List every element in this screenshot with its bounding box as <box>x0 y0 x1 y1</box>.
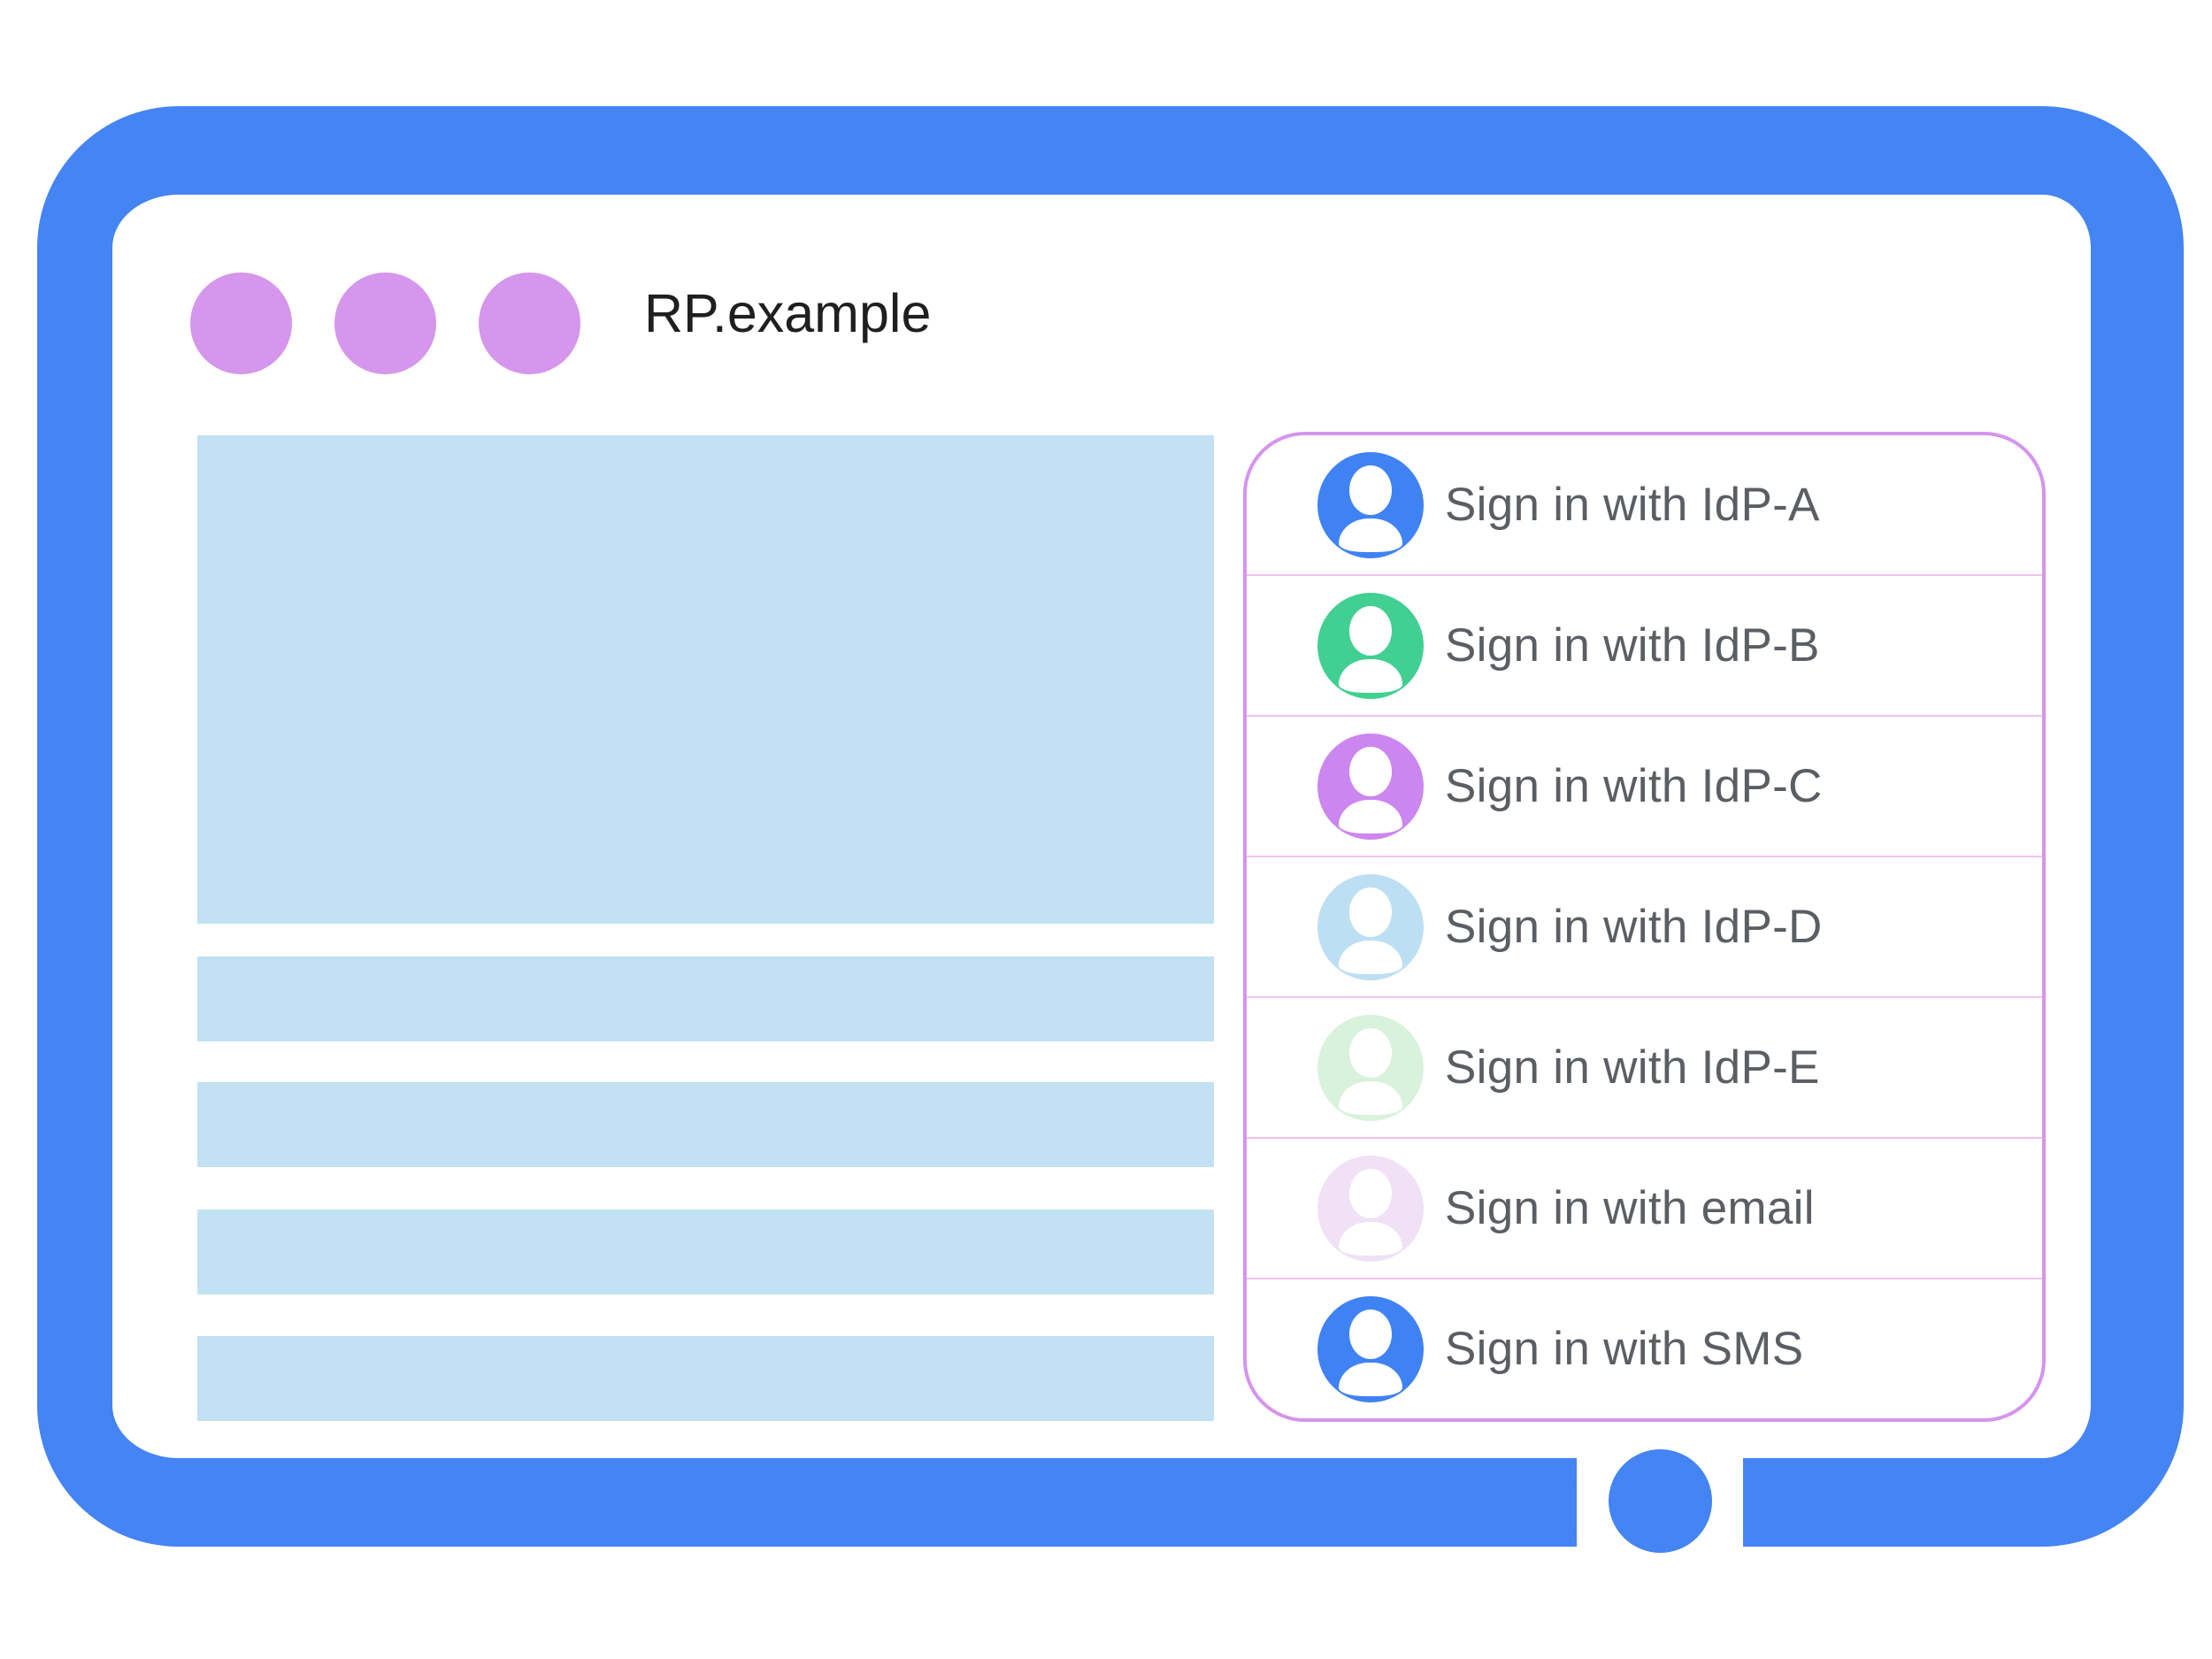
frame-bottom-left-cap <box>1504 1458 1577 1547</box>
signin-option-label: Sign in with IdP-C <box>1445 760 1823 812</box>
signin-option-label: Sign in with IdP-D <box>1445 901 1823 953</box>
window-control-dot-icon <box>190 273 292 374</box>
avatar-torso-shape <box>1339 518 1402 553</box>
avatar-head-shape <box>1349 1169 1392 1219</box>
signin-option-sms[interactable]: Sign in with SMS <box>1247 1278 2042 1418</box>
signin-option-label: Sign in with IdP-A <box>1445 479 1820 531</box>
window-controls <box>190 273 580 374</box>
avatar-torso-shape <box>1339 1081 1402 1116</box>
user-avatar-icon <box>1317 873 1424 980</box>
signin-option-label: Sign in with IdP-E <box>1445 1041 1820 1094</box>
avatar-head-shape <box>1349 1028 1392 1079</box>
signin-option-idp-c[interactable]: Sign in with IdP-C <box>1247 715 2042 856</box>
signin-option-idp-d[interactable]: Sign in with IdP-D <box>1247 856 2042 996</box>
avatar-torso-shape <box>1339 941 1402 975</box>
signin-option-email[interactable]: Sign in with email <box>1247 1137 2042 1278</box>
browser-frame <box>37 106 2184 1547</box>
signin-option-label: Sign in with email <box>1445 1182 1815 1234</box>
user-avatar-icon <box>1317 1014 1424 1121</box>
frame-bottom-right-cap <box>1743 1458 1816 1547</box>
content-placeholder-bar <box>197 1210 1214 1294</box>
user-avatar-icon <box>1317 1155 1424 1262</box>
signin-chooser-panel: Sign in with IdP-A Sign in with IdP-B Si… <box>1243 432 2046 1422</box>
avatar-head-shape <box>1349 465 1392 516</box>
user-avatar-icon <box>1317 733 1424 840</box>
window-control-dot-icon <box>479 273 580 374</box>
content-placeholder-bar <box>197 956 1214 1041</box>
signin-option-idp-e[interactable]: Sign in with IdP-E <box>1247 996 2042 1137</box>
signin-option-idp-a[interactable]: Sign in with IdP-A <box>1247 435 2042 574</box>
site-title: RP.example <box>644 283 932 343</box>
window-control-dot-icon <box>334 273 436 374</box>
avatar-torso-shape <box>1339 1222 1402 1256</box>
avatar-head-shape <box>1349 606 1392 657</box>
home-button-icon <box>1609 1449 1712 1553</box>
user-avatar-icon <box>1317 451 1424 558</box>
signin-option-label: Sign in with IdP-B <box>1445 619 1820 672</box>
content-placeholder-bar <box>197 1336 1214 1421</box>
avatar-head-shape <box>1349 1310 1392 1360</box>
avatar-torso-shape <box>1339 659 1402 694</box>
avatar-head-shape <box>1349 887 1392 938</box>
user-avatar-icon <box>1317 1295 1424 1402</box>
avatar-torso-shape <box>1339 800 1402 834</box>
avatar-torso-shape <box>1339 1363 1402 1397</box>
signin-option-label: Sign in with SMS <box>1445 1323 1804 1375</box>
avatar-head-shape <box>1349 747 1392 797</box>
content-placeholder-bar <box>197 1082 1214 1167</box>
signin-option-idp-b[interactable]: Sign in with IdP-B <box>1247 574 2042 715</box>
user-avatar-icon <box>1317 592 1424 699</box>
content-placeholder-hero <box>197 435 1214 924</box>
